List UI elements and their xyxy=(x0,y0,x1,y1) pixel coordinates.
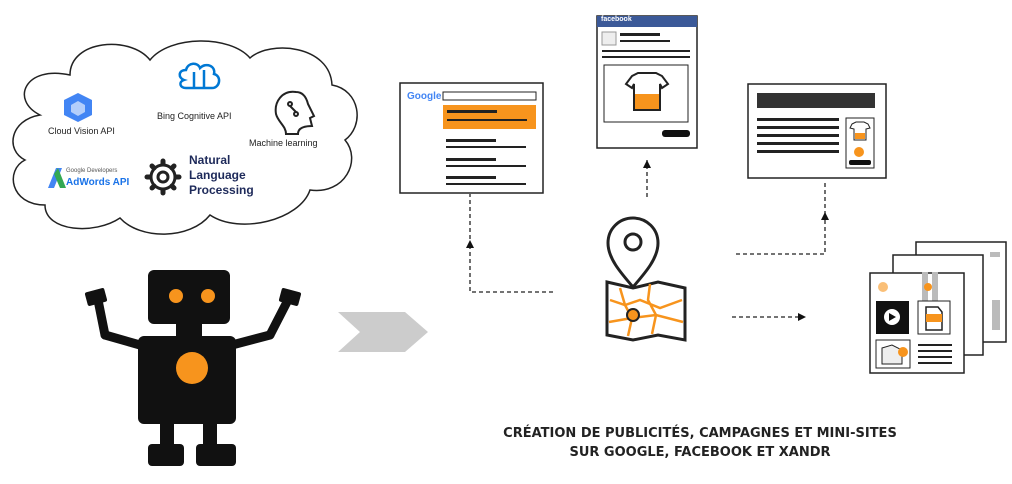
robot-left-eye xyxy=(169,289,183,303)
google-ad-mockup xyxy=(399,82,544,194)
xandr-ad-mockup xyxy=(747,83,887,179)
facebook-ad-mockup xyxy=(596,15,698,149)
caption: CRÉATION DE PUBLICITÉS, CAMPAGNES ET MIN… xyxy=(420,424,980,462)
bing-cognitive-label: Bing Cognitive API xyxy=(157,111,232,121)
caption-xandr: XANDR xyxy=(778,445,831,460)
robot-right-eye xyxy=(201,289,215,303)
bing-brain-circuit-icon xyxy=(178,62,221,90)
caption-sep: , xyxy=(664,445,674,460)
facebook-header-text: facebook xyxy=(601,16,632,23)
adwords-logo-icon xyxy=(48,168,66,188)
nlp-line-2: Language xyxy=(189,168,246,182)
robot-illustration xyxy=(84,270,302,466)
process-arrow xyxy=(338,312,428,352)
adwords-developers-label: Google Developers xyxy=(66,168,118,174)
caption-line-2: SUR GOOGLE, FACEBOOK ET XANDR xyxy=(420,443,980,462)
minisites-stack xyxy=(869,241,1007,374)
cloud-vision-hexagon-icon xyxy=(64,93,92,122)
caption-sur: SUR xyxy=(569,445,604,460)
nlp-label: Natural Language Processing xyxy=(189,153,254,198)
adwords-api-label: AdWords API xyxy=(66,177,130,188)
tech-cloud xyxy=(12,40,358,235)
map-location-icon xyxy=(605,216,687,342)
caption-line-1: CRÉATION DE PUBLICITÉS, CAMPAGNES ET MIN… xyxy=(503,426,897,441)
caption-et: ET xyxy=(751,445,779,460)
google-logo-text: Google xyxy=(407,91,442,102)
brain-head-icon xyxy=(274,90,316,135)
caption-facebook: FACEBOOK xyxy=(674,445,752,460)
gear-icon xyxy=(144,158,182,196)
caption-google: GOOGLE xyxy=(603,445,665,460)
machine-learning-label: Machine learning xyxy=(249,138,318,148)
cloud-vision-label: Cloud Vision API xyxy=(48,126,115,136)
robot-head xyxy=(148,270,230,324)
nlp-line-3: Processing xyxy=(189,183,254,197)
robot-core xyxy=(176,352,208,384)
nlp-line-1: Natural xyxy=(189,153,231,167)
connector-arrowheads xyxy=(466,160,829,321)
